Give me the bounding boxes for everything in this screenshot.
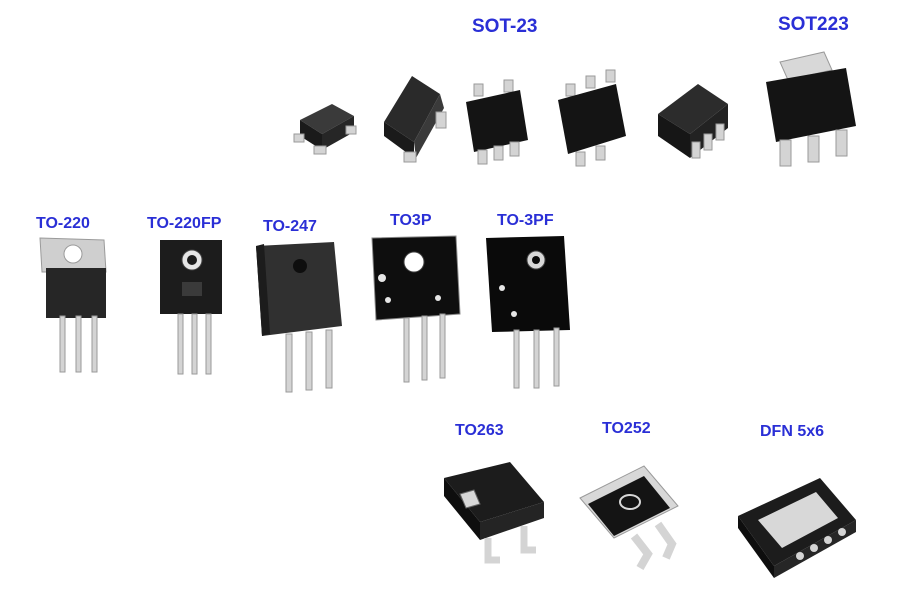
sot23-8-lead-package	[658, 84, 728, 159]
label-to3p: TO3P	[390, 212, 432, 229]
sot23-wedge-package	[384, 76, 447, 163]
dfn-5x6-package	[738, 478, 856, 578]
label-dfn-5x6: DFN 5x6	[760, 423, 825, 440]
to-220fp-package	[160, 240, 222, 375]
label-sot-23: SOT-23	[472, 16, 538, 37]
to-220-package	[39, 237, 107, 373]
sot23-3-lead-package	[293, 104, 357, 155]
to3p-package	[371, 235, 461, 383]
label-to252: TO252	[602, 420, 651, 437]
sot23-6-lead-package-b	[558, 69, 626, 167]
label-to-220: TO-220	[36, 215, 90, 232]
label-sot223: SOT223	[778, 14, 849, 35]
label-to-3pf: TO-3PF	[497, 212, 554, 229]
sot23-6-lead-package-a	[466, 79, 528, 165]
to-247-package	[256, 242, 342, 393]
to263-package	[444, 462, 544, 564]
label-to-247: TO-247	[263, 218, 317, 235]
to-3pf-package	[486, 236, 570, 389]
label-to263: TO263	[455, 422, 504, 439]
label-to-220fp: TO-220FP	[147, 215, 222, 232]
sot223-package	[766, 51, 856, 167]
to252-package	[579, 465, 679, 570]
